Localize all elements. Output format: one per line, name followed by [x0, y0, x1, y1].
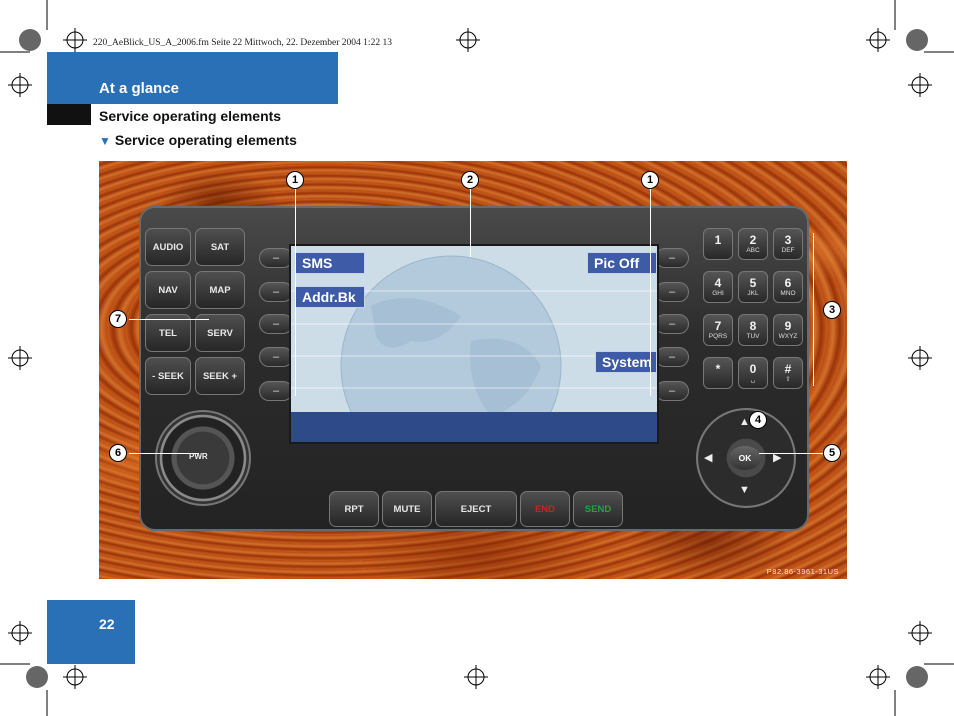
callout-line-2 [470, 189, 471, 257]
softkey-left-4: – [259, 347, 293, 367]
status-bar [291, 412, 657, 442]
callout-2: 2 [461, 171, 479, 189]
print-metadata: 220_AeBlick_US_A_2006.fm Seite 22 Mittwo… [93, 38, 392, 48]
triangle-down-icon: ▼ [99, 134, 111, 148]
mute-button: MUTE [382, 491, 432, 527]
key-star: * [703, 357, 733, 389]
seek-down-button: - SEEK [145, 357, 191, 395]
key-hash: #⇧ [773, 357, 803, 389]
sat-button: SAT [195, 228, 245, 266]
page-number: 22 [99, 616, 115, 632]
callout-line-5 [759, 453, 825, 454]
arrow-up-icon: ▲ [739, 416, 750, 428]
arrow-right-icon: ▶ [773, 452, 782, 464]
arrow-left-icon: ◀ [704, 452, 713, 464]
head-unit: AUDIO SAT NAV MAP TEL SERV - SEEK SEEK +… [139, 206, 809, 531]
key-0: 0␣ [738, 357, 768, 389]
menu-address-book: Addr.Bk [295, 286, 365, 308]
callout-line-1-left [295, 189, 296, 396]
callout-1-left: 1 [286, 171, 304, 189]
callout-line-6 [129, 453, 199, 454]
chapter-bar [47, 52, 338, 104]
audio-button: AUDIO [145, 228, 191, 266]
callout-5: 5 [823, 444, 841, 462]
send-button: SEND [573, 491, 623, 527]
ok-button: OK [729, 446, 761, 470]
subsection-title: ▼Service operating elements [99, 132, 297, 148]
nav-button: NAV [145, 271, 191, 309]
menu-system: System [595, 351, 657, 373]
serv-button: SERV [195, 314, 245, 352]
subsection-text: Service operating elements [114, 132, 297, 148]
chapter-title: At a glance [99, 80, 180, 97]
callout-7: 7 [109, 310, 127, 328]
callout-line-7 [129, 319, 209, 320]
menu-pic-off: Pic Off [587, 252, 657, 274]
section-title: Service operating elements [99, 108, 282, 124]
callout-4: 4 [749, 411, 767, 429]
globe-graphic [291, 255, 657, 442]
map-button: MAP [195, 271, 245, 309]
page-number-box [47, 600, 135, 664]
softkey-right-2: – [655, 282, 689, 302]
end-button: END [520, 491, 570, 527]
figure-code: P82.86-3961-31US [766, 567, 839, 576]
softkey-left-1: – [259, 248, 293, 268]
callout-line-3 [813, 233, 814, 386]
softkey-right-1: – [655, 248, 689, 268]
radio-photo: AUDIO SAT NAV MAP TEL SERV - SEEK SEEK +… [99, 161, 847, 579]
softkey-left-5: – [259, 381, 293, 401]
softkey-right-3: – [655, 314, 689, 334]
menu-sms: SMS [295, 252, 365, 274]
callout-line-1-right [650, 189, 651, 396]
power-label: PWR [189, 452, 208, 461]
softkey-right-5: – [655, 381, 689, 401]
eject-button: EJECT [435, 491, 517, 527]
arrow-down-icon: ▼ [739, 484, 750, 496]
tel-button: TEL [145, 314, 191, 352]
power-knob [155, 410, 251, 506]
seek-up-button: SEEK + [195, 357, 245, 395]
softkey-right-4: – [655, 347, 689, 367]
softkey-left-3: – [259, 314, 293, 334]
key-1: 1 [703, 228, 733, 260]
callout-3: 3 [823, 301, 841, 319]
softkey-left-2: – [259, 282, 293, 302]
section-marker [47, 104, 91, 125]
rpt-button: RPT [329, 491, 379, 527]
callout-1-right: 1 [641, 171, 659, 189]
callout-6: 6 [109, 444, 127, 462]
display-screen: SMS Addr.Bk Pic Off System [289, 244, 659, 444]
